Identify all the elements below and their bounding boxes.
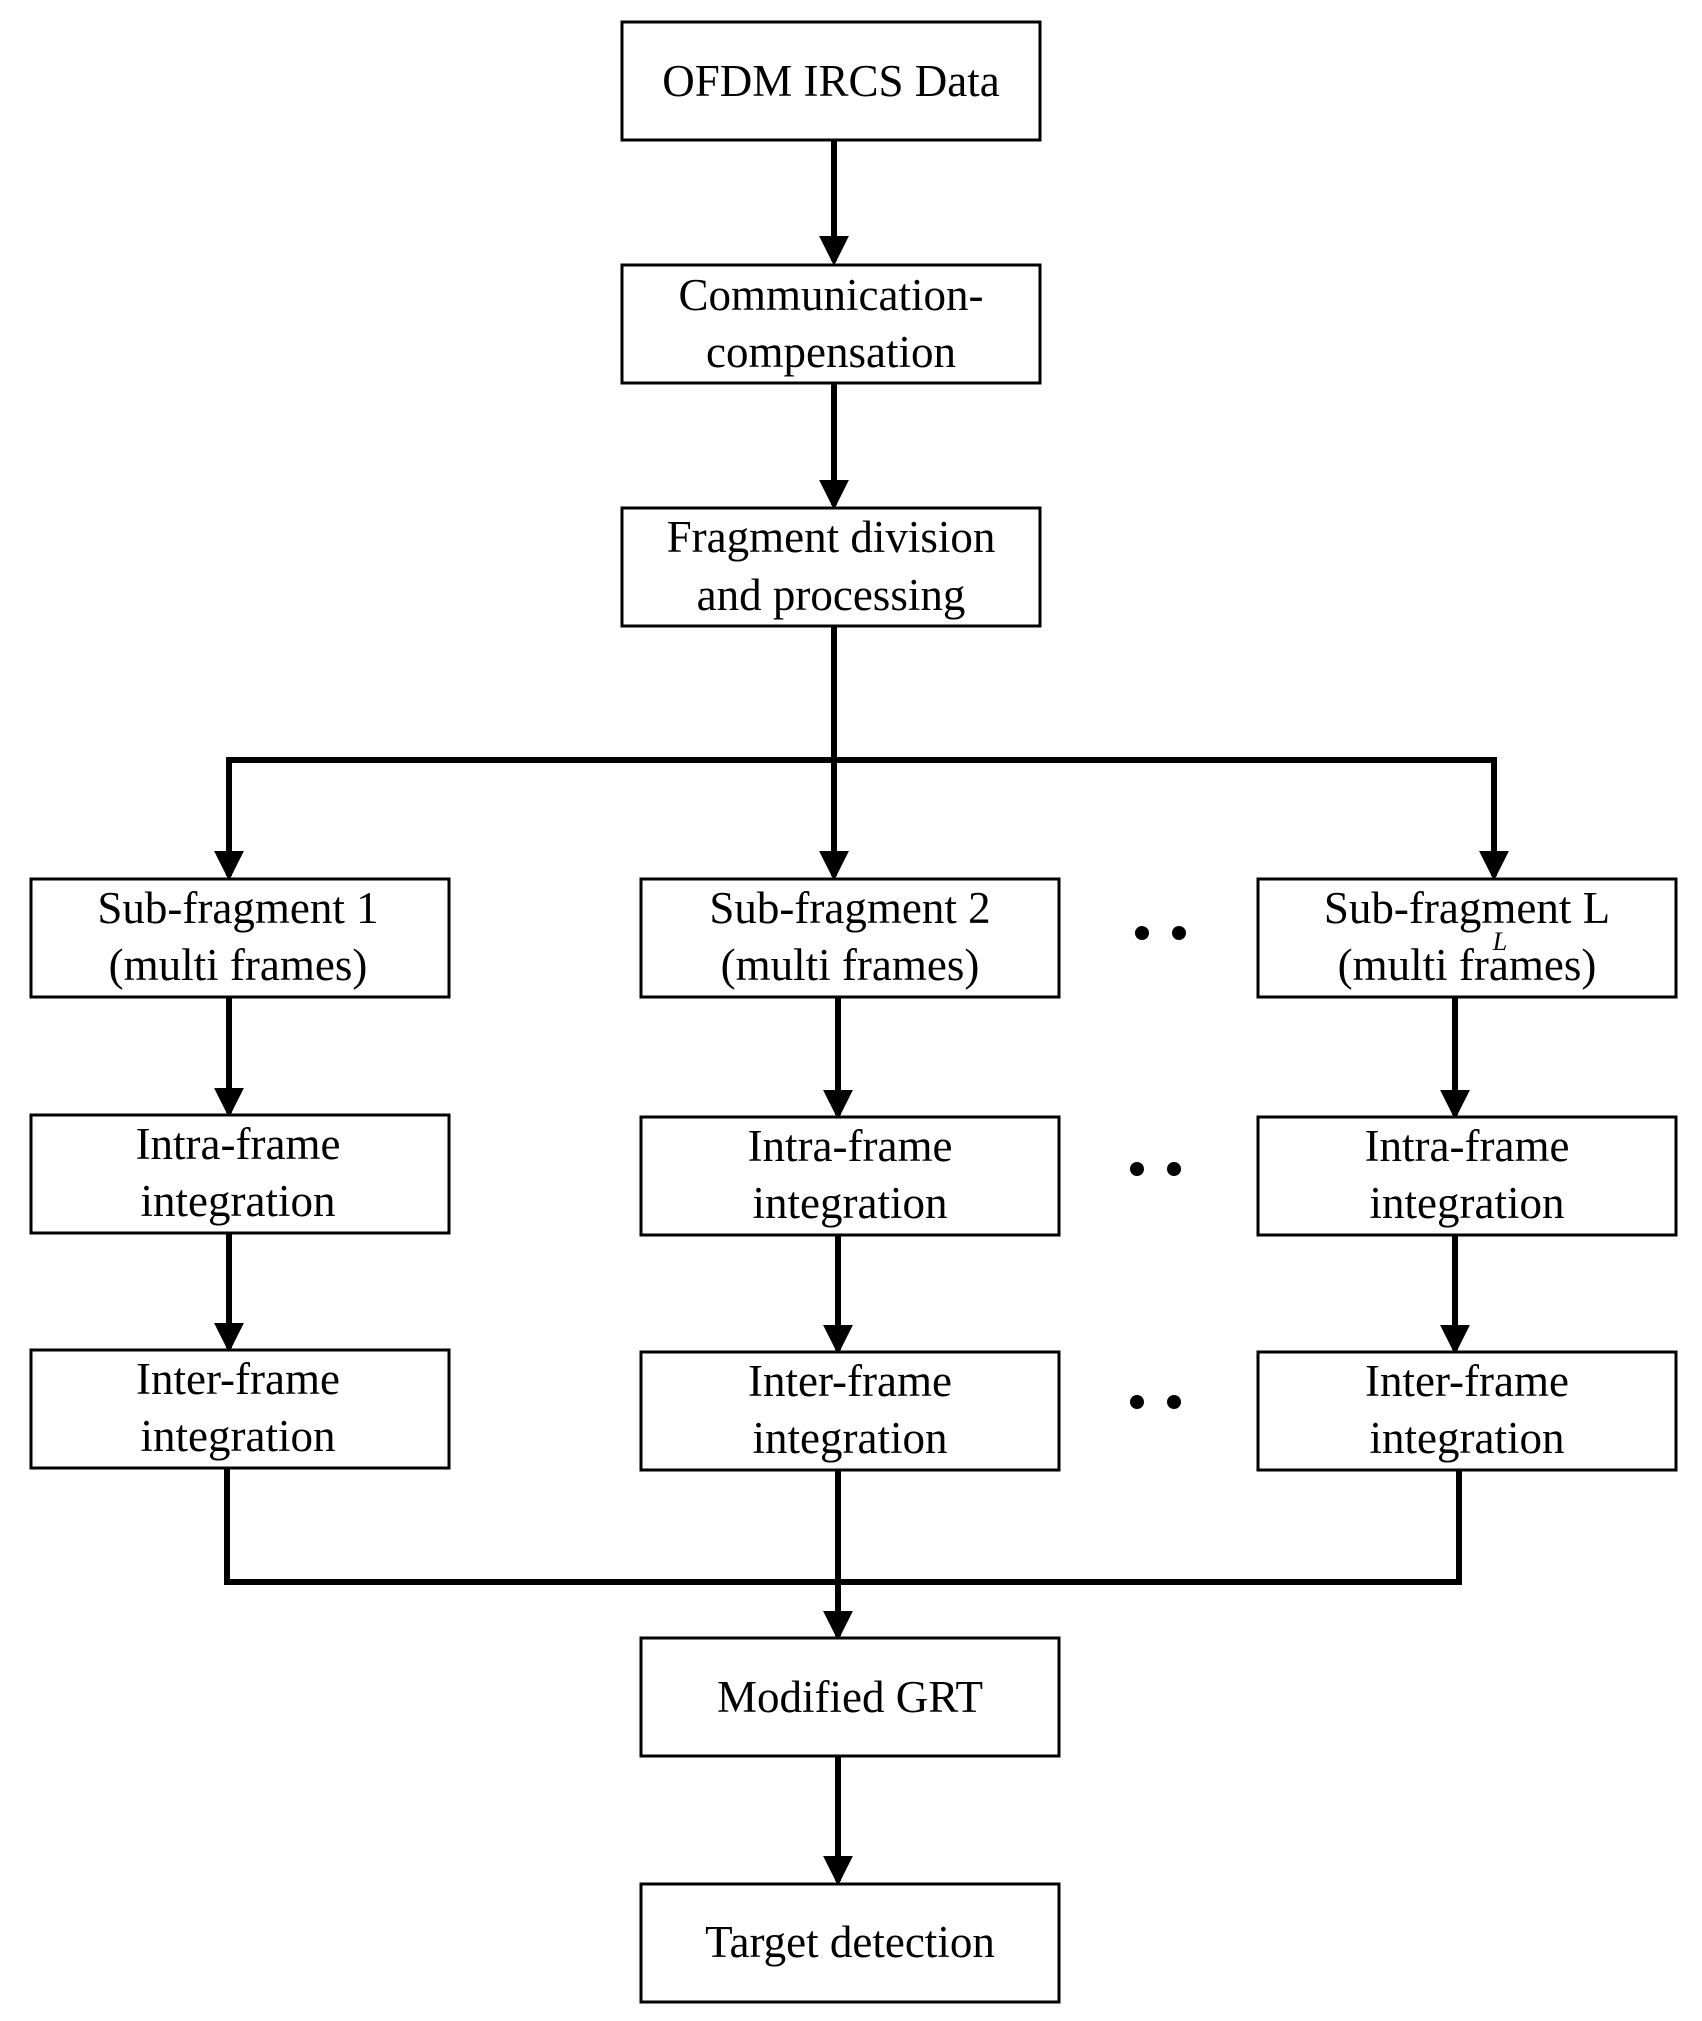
node-sub-fragment-l-line-2: (multi frames) — [1338, 940, 1597, 990]
node-fragment-division-line-1: Fragment division — [667, 512, 996, 562]
ellipsis-dot — [1172, 926, 1186, 940]
node-inter-frame-1-line-2: integration — [141, 1411, 336, 1461]
ellipsis-dot — [1135, 926, 1149, 940]
node-inter-frame-2-line-2: integration — [753, 1413, 948, 1463]
ellipsis-dot — [1130, 1395, 1144, 1409]
ellipsis-dot — [1167, 1395, 1181, 1409]
connectors — [214, 140, 1509, 1886]
node-sub-fragment-1-line-2: (multi frames) — [109, 940, 368, 990]
node-ofdm-data-line-1: OFDM IRCS Data — [662, 56, 1000, 106]
node-sub-fragment-l-line-1: Sub-fragment L — [1324, 883, 1610, 933]
node-inter-frame-2: Inter-frame integration — [639, 1350, 1061, 1472]
node-fragment-division-line-2: and processing — [697, 570, 966, 620]
node-sub-fragment-1: Sub-fragment 1 (multi frames) — [29, 877, 451, 999]
ellipsis-dot — [1167, 1162, 1181, 1176]
node-inter-frame-2-line-1: Inter-frame — [748, 1356, 952, 1406]
node-sub-fragment-2-line-1: Sub-fragment 2 — [709, 883, 990, 933]
node-inter-frame-1-line-1: Inter-frame — [136, 1354, 340, 1404]
node-modified-grt: Modified GRT — [639, 1636, 1061, 1758]
node-intra-frame-l: Intra-frame integration — [1256, 1115, 1678, 1237]
merge-bar — [224, 1468, 1462, 1585]
node-sub-fragment-l: Sub-fragment L L (multi frames) — [1256, 877, 1678, 999]
node-intra-frame-l-line-1: Intra-frame — [1365, 1121, 1570, 1171]
node-sub-fragment-2: Sub-fragment 2 (multi frames) — [639, 877, 1061, 999]
node-target-detection-line-1: Target detection — [705, 1917, 995, 1967]
ellipsis-dot — [1130, 1162, 1144, 1176]
node-intra-frame-2-line-1: Intra-frame — [748, 1121, 953, 1171]
node-communication-compensation-line-1: Communication- — [679, 270, 984, 320]
node-intra-frame-2-line-2: integration — [753, 1178, 948, 1228]
node-inter-frame-l: Inter-frame integration — [1256, 1350, 1678, 1472]
node-sub-fragment-1-line-1: Sub-fragment 1 — [97, 883, 378, 933]
node-inter-frame-1: Inter-frame integration — [29, 1348, 451, 1470]
node-fragment-division: Fragment division and processing — [620, 506, 1042, 628]
node-intra-frame-l-line-2: integration — [1370, 1178, 1565, 1228]
node-inter-frame-l-line-1: Inter-frame — [1365, 1356, 1569, 1406]
node-intra-frame-1-line-1: Intra-frame — [136, 1119, 341, 1169]
node-intra-frame-2: Intra-frame integration — [639, 1115, 1061, 1237]
node-sub-fragment-2-line-2: (multi frames) — [721, 940, 980, 990]
ellipsis-dots — [1130, 926, 1186, 1409]
node-sub-fragment-l-subscript: L — [1492, 927, 1507, 956]
node-target-detection: Target detection — [639, 1882, 1061, 2004]
node-inter-frame-l-line-2: integration — [1370, 1413, 1565, 1463]
node-modified-grt-line-1: Modified GRT — [717, 1672, 983, 1722]
node-communication-compensation-line-2: compensation — [706, 327, 956, 377]
node-communication-compensation: Communication- compensation — [620, 263, 1042, 385]
node-intra-frame-1-line-2: integration — [141, 1176, 336, 1226]
node-ofdm-data: OFDM IRCS Data — [620, 20, 1042, 142]
node-intra-frame-1: Intra-frame integration — [29, 1113, 451, 1235]
split-bar — [226, 757, 1497, 876]
